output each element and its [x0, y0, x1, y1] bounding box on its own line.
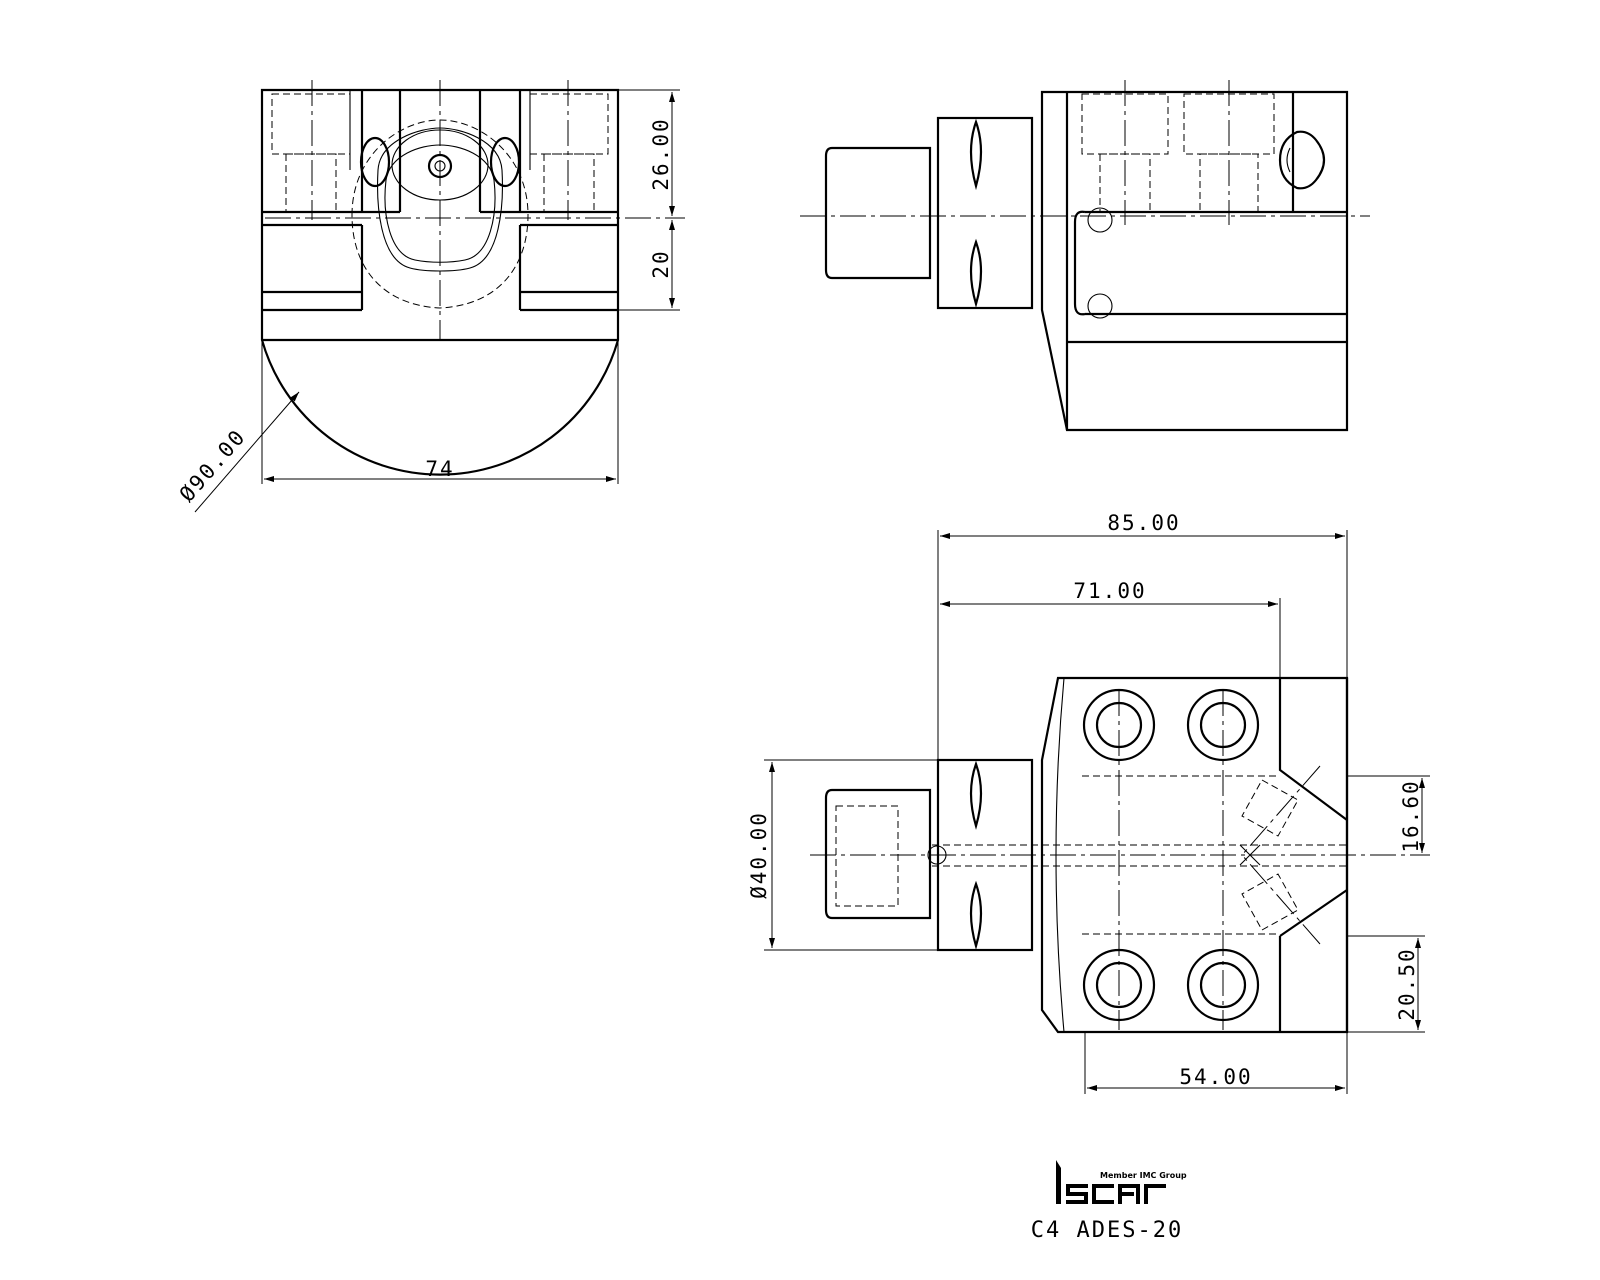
- iscar-logo: Member IMC Group: [1056, 1160, 1187, 1204]
- dim-height-upper: 26.00: [649, 117, 673, 190]
- front-view: 26.00 20 74 Ø90.00: [175, 80, 685, 513]
- dim-overall-length: 85.00: [1107, 511, 1180, 535]
- part-number: C4 ADES-20: [1031, 1218, 1183, 1243]
- dim-width: 74: [425, 457, 454, 481]
- dim-pocket-width: 54.00: [1179, 1065, 1252, 1089]
- dim-height-lower: 20: [649, 249, 673, 278]
- top-view: 85.00 71.00 Ø40.00 16.60 20.50 54.00: [747, 511, 1430, 1094]
- side-view: [800, 80, 1370, 432]
- dim-pocket-height: 20.50: [1395, 947, 1419, 1020]
- dim-shank-diameter: Ø40.00: [747, 811, 771, 899]
- dim-diameter: Ø90.00: [175, 424, 251, 506]
- brand-tagline: Member IMC Group: [1100, 1171, 1187, 1180]
- dim-body-offset: 71.00: [1073, 579, 1146, 603]
- dim-slot-offset: 16.60: [1399, 779, 1423, 852]
- title-block: Member IMC Group C4 ADES-20: [1031, 1160, 1187, 1243]
